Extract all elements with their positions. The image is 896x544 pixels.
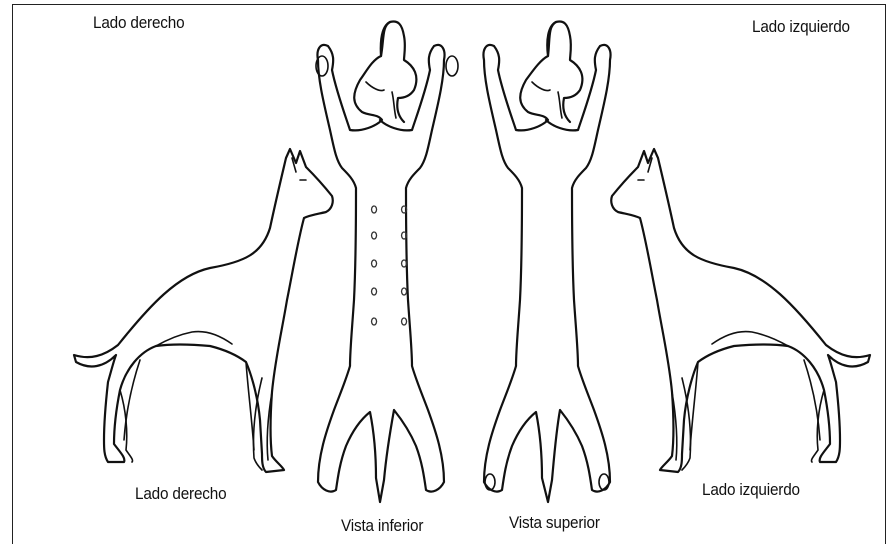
dog-dorsal-figure xyxy=(483,22,610,502)
dog-side-left-figure xyxy=(611,149,870,472)
dog-side-right-figure xyxy=(74,149,333,472)
dog-ventral-figure xyxy=(316,22,458,502)
